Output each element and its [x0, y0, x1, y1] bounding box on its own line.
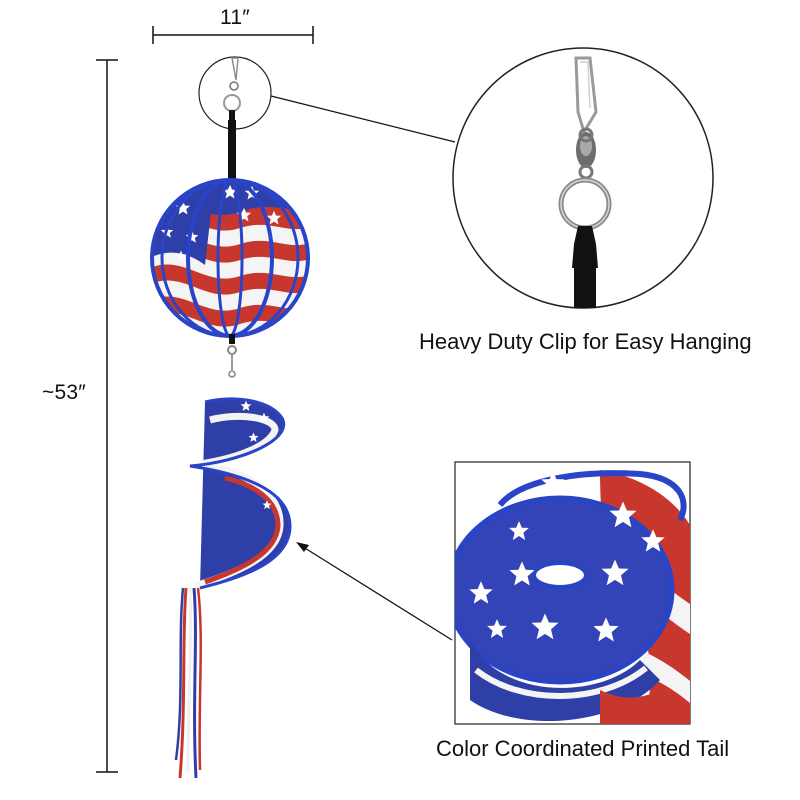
clip-zoom-circle [452, 47, 714, 309]
tail-callout-arrow [296, 542, 453, 641]
hanging-rod [228, 120, 236, 180]
swivel-clip-icon [558, 56, 612, 308]
spiral-tail [174, 397, 292, 779]
flag-ball-spinner [150, 178, 310, 338]
clip-callout-line [270, 95, 456, 143]
lower-swivel [227, 334, 237, 378]
tail-detail-box [454, 461, 691, 725]
clip-highlight-circle [198, 56, 272, 130]
width-dimension [152, 26, 314, 44]
height-dimension [96, 59, 118, 773]
tail-caption: Color Coordinated Printed Tail [436, 736, 730, 761]
clip-caption: Heavy Duty Clip for Easy Hanging [419, 329, 752, 354]
height-label: ~53″ [42, 381, 86, 404]
width-label: 11″ [220, 6, 250, 29]
